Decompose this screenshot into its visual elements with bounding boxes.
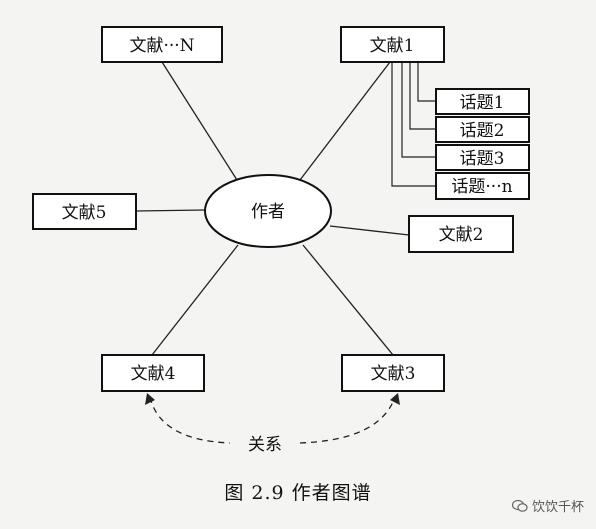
author-label: 作者: [251, 202, 285, 222]
doc-n-box: 文献···N: [101, 26, 223, 63]
edge-center-docN: [161, 61, 238, 181]
watermark-text: 饮饮千杯: [531, 500, 584, 515]
author-map-diagram: 作者 文献···N 文献1 文献5 文献2 文献4 文献3 话题1 话题2 话题…: [32, 26, 530, 455]
topic-3-label: 话题3: [460, 149, 505, 169]
topic-connectors: [391, 62, 436, 187]
doc-4-label: 文献4: [131, 364, 176, 384]
topic-1-label: 话题1: [460, 93, 505, 113]
topic-n-label: 话题···n: [451, 177, 512, 197]
doc-3-label: 文献3: [371, 364, 416, 384]
figure-caption: 图 2.9 作者图谱: [224, 482, 372, 504]
relation-label-bg: [236, 433, 294, 455]
topic-2-label: 话题2: [460, 121, 505, 141]
doc-5-label: 文献5: [62, 203, 107, 223]
relation-label: 关系: [248, 435, 282, 455]
doc-5-box: 文献5: [32, 193, 137, 230]
wechat-icon: [511, 499, 528, 513]
topic-n-box: 话题···n: [435, 172, 530, 200]
relation-curve: [149, 396, 396, 444]
doc-4-box: 文献4: [101, 354, 205, 392]
doc-1-label: 文献1: [370, 36, 415, 56]
edge-center-doc2: [329, 225, 410, 236]
topic-2-box: 话题2: [435, 116, 530, 143]
edge-center-doc5: [135, 209, 206, 212]
topic-3-box: 话题3: [435, 144, 530, 171]
doc-2-label: 文献2: [439, 225, 484, 245]
edge-center-doc4: [151, 244, 239, 356]
doc-n-label: 文献···N: [129, 36, 194, 56]
doc-2-box: 文献2: [408, 215, 514, 253]
doc-3-box: 文献3: [341, 354, 445, 392]
relation-arrow-right: [390, 393, 400, 405]
author-node: 作者: [204, 174, 332, 248]
topic-1-box: 话题1: [435, 88, 530, 115]
edge-center-doc3: [302, 244, 394, 356]
edge-center-doc1: [299, 61, 391, 181]
watermark: 饮饮千杯: [511, 496, 584, 515]
doc-1-box: 文献1: [340, 26, 445, 63]
relation-arrow-left: [145, 393, 155, 405]
